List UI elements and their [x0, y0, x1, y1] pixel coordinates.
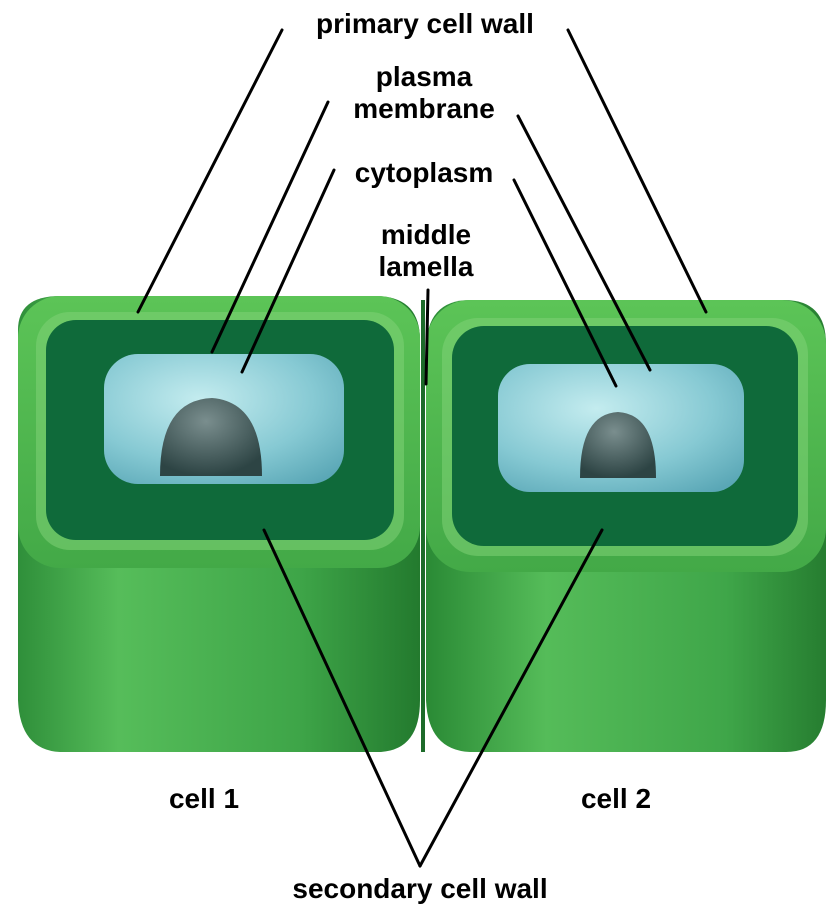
middle-lamella-leader — [426, 290, 428, 384]
cytoplasm-label: cytoplasm — [355, 157, 494, 188]
cell-2 — [426, 300, 826, 752]
primary-cell-wall-leader-right — [568, 30, 706, 312]
cell-1-label: cell 1 — [169, 783, 239, 814]
secondary-cell-wall-label: secondary cell wall — [292, 873, 547, 904]
cell-2-label: cell 2 — [581, 783, 651, 814]
cell-1 — [18, 296, 420, 752]
plasma-membrane-label-line1: plasma — [376, 61, 473, 92]
primary-cell-wall-label: primary cell wall — [316, 8, 534, 39]
middle-lamella-label-line2: lamella — [379, 251, 474, 282]
plasma-membrane-label-line2: membrane — [353, 93, 495, 124]
middle-lamella-label-line1: middle — [381, 219, 471, 250]
primary-cell-wall-leader-left — [138, 30, 282, 312]
